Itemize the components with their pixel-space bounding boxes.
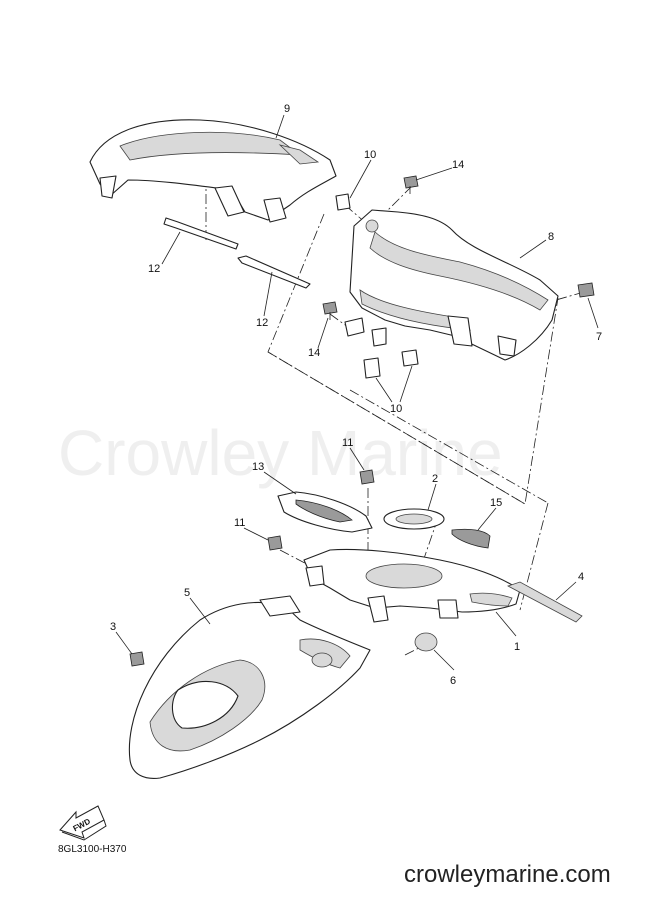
callout-14-lower: 14: [308, 347, 320, 359]
fwd-arrow-icon: FWD: [59, 805, 107, 841]
screw-14-lower-icon: [322, 301, 338, 320]
screw-14-upper-icon: [403, 175, 419, 194]
callouts: 9 10 14 8 7 12 12 14 10 11 13 2 15 11 4 …: [110, 103, 602, 687]
callout-8: 8: [548, 231, 554, 243]
diagram-code: 8GL3100-H370: [58, 844, 127, 855]
callout-1: 1: [514, 641, 520, 653]
callout-13: 13: [252, 461, 264, 473]
callout-4: 4: [578, 571, 584, 583]
part-4-strip: [506, 581, 583, 623]
callout-12-right: 12: [256, 317, 268, 329]
screw-7-icon: [577, 282, 595, 298]
callout-2: 2: [432, 473, 438, 485]
watermark-text: Crowley Marine: [58, 417, 503, 489]
fasteners-upper: [322, 175, 595, 379]
callout-11-left: 11: [234, 517, 245, 529]
clip-10-upper-icon: [335, 193, 351, 211]
part-12-damper-strips: [163, 217, 311, 289]
part-1-inner-panel: [303, 548, 521, 623]
part-13-cover: [277, 491, 373, 533]
clip-10-lower-right-icon: [401, 349, 419, 367]
callout-10-upper: 10: [364, 149, 376, 161]
callout-14-upper: 14: [452, 159, 464, 171]
screw-11-left-icon: [267, 535, 283, 551]
part-9-upper-cover: [89, 119, 337, 223]
callout-3: 3: [110, 621, 116, 633]
callout-15: 15: [490, 497, 502, 509]
part-15-label: [451, 528, 491, 549]
fasteners-11: [267, 469, 375, 551]
callout-7: 7: [596, 331, 602, 343]
callout-5: 5: [184, 587, 190, 599]
part-2-grommet: [383, 508, 445, 530]
leader-lines: [115, 114, 599, 671]
screw-11-upper-icon: [359, 469, 375, 485]
part-5-front-cover: [128, 595, 371, 779]
callout-10-lower: 10: [390, 403, 402, 415]
part-6-plug: [414, 632, 438, 652]
callout-6: 6: [450, 675, 456, 687]
callout-9: 9: [284, 103, 290, 115]
callout-12-left: 12: [148, 263, 160, 275]
screw-3-icon: [129, 651, 145, 667]
part-8-handle-cover: [344, 209, 559, 361]
clip-10-lower-left-icon: [363, 357, 381, 379]
site-url: crowleymarine.com: [404, 861, 611, 888]
callout-11-upper: 11: [342, 437, 353, 449]
